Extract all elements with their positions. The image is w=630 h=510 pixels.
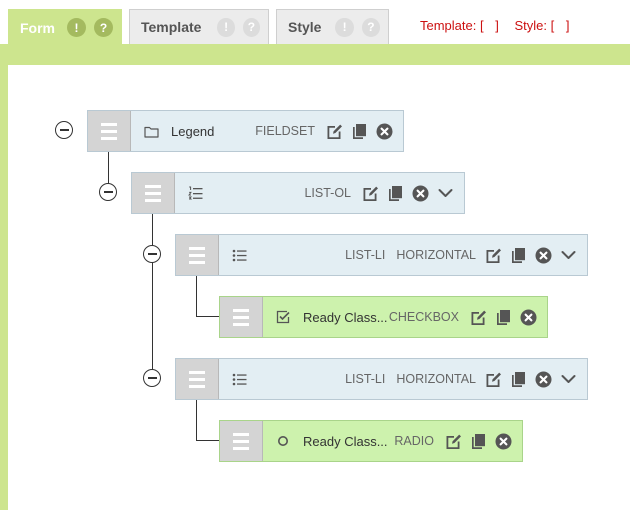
- node-type: LIST-LI: [345, 372, 386, 386]
- tab-form-help-badge[interactable]: ?: [94, 18, 113, 37]
- ordered-list-icon: [187, 185, 203, 201]
- drag-handle[interactable]: [220, 297, 263, 337]
- edit-icon[interactable]: [326, 123, 343, 140]
- form-header-bar: [0, 44, 630, 65]
- radio-icon: [275, 433, 291, 449]
- tree-connector: [152, 214, 153, 380]
- status-text: Template: [ ] Style: [ ]: [420, 18, 569, 33]
- form-left-border: [0, 44, 8, 510]
- tab-style-help-badge[interactable]: ?: [361, 17, 380, 37]
- tree-connector: [196, 400, 197, 441]
- copy-icon[interactable]: [510, 371, 527, 388]
- edit-icon[interactable]: [470, 309, 487, 326]
- node-type: RADIO: [394, 434, 434, 448]
- collapse-toggle-fieldset[interactable]: [55, 121, 73, 139]
- node-layout: HORIZONTAL: [396, 248, 476, 262]
- chevron-down-icon[interactable]: [437, 185, 454, 202]
- edit-icon[interactable]: [445, 433, 462, 450]
- node-label: Legend: [171, 123, 215, 139]
- collapse-toggle-list-ol[interactable]: [99, 183, 117, 201]
- node-type: FIELDSET: [255, 124, 315, 138]
- tab-style[interactable]: Style ! ?: [276, 9, 389, 44]
- tree-connector: [196, 440, 220, 441]
- delete-icon[interactable]: [520, 309, 537, 326]
- delete-icon[interactable]: [412, 185, 429, 202]
- node-label: Ready Class...: [303, 433, 388, 449]
- tab-form[interactable]: Form ! ?: [8, 9, 122, 45]
- node-type: LIST-OL: [304, 186, 351, 200]
- unordered-list-icon: [231, 247, 247, 263]
- delete-icon[interactable]: [535, 371, 552, 388]
- node-label: Ready Class...: [303, 309, 388, 325]
- tab-form-info-badge[interactable]: !: [67, 18, 86, 37]
- status-template-label: Template: [: [420, 18, 484, 33]
- drag-handle[interactable]: [220, 421, 263, 461]
- copy-icon[interactable]: [510, 247, 527, 264]
- tab-style-info-badge[interactable]: !: [335, 17, 354, 37]
- copy-icon[interactable]: [495, 309, 512, 326]
- tree-node-list-li[interactable]: LIST-LI HORIZONTAL: [175, 234, 588, 276]
- delete-icon[interactable]: [376, 123, 393, 140]
- status-style-label: Style: [: [514, 18, 555, 33]
- tree-node-radio[interactable]: Ready Class... RADIO: [219, 420, 523, 462]
- drag-handle[interactable]: [176, 235, 219, 275]
- unordered-list-icon: [231, 371, 247, 387]
- tree-node-checkbox[interactable]: Ready Class... CHECKBOX: [219, 296, 548, 338]
- chevron-down-icon[interactable]: [560, 247, 577, 264]
- drag-handle[interactable]: [132, 173, 175, 213]
- edit-icon[interactable]: [362, 185, 379, 202]
- copy-icon[interactable]: [470, 433, 487, 450]
- drag-handle[interactable]: [176, 359, 219, 399]
- folder-icon: [143, 123, 159, 139]
- tree-node-list-ol[interactable]: LIST-OL: [131, 172, 465, 214]
- chevron-down-icon[interactable]: [560, 371, 577, 388]
- tree-connector: [196, 316, 220, 317]
- delete-icon[interactable]: [535, 247, 552, 264]
- tree-node-list-li[interactable]: LIST-LI HORIZONTAL: [175, 358, 588, 400]
- status-style-close: ]: [565, 18, 570, 33]
- node-type: LIST-LI: [345, 248, 386, 262]
- edit-icon[interactable]: [485, 247, 502, 264]
- collapse-toggle-list-li-1[interactable]: [143, 245, 161, 263]
- delete-icon[interactable]: [495, 433, 512, 450]
- collapse-toggle-list-li-2[interactable]: [143, 369, 161, 387]
- tree-connector: [196, 276, 197, 317]
- tab-template-help-badge[interactable]: ?: [242, 17, 260, 37]
- tab-template-info-badge[interactable]: !: [217, 17, 235, 37]
- tab-style-label: Style: [288, 19, 322, 35]
- copy-icon[interactable]: [351, 123, 368, 140]
- drag-handle[interactable]: [88, 111, 131, 151]
- checkbox-icon: [275, 309, 291, 325]
- tab-form-label: Form: [20, 19, 55, 36]
- tree-connector: [108, 152, 109, 192]
- node-type: CHECKBOX: [388, 310, 459, 324]
- tree-node-fieldset[interactable]: Legend FIELDSET: [87, 110, 404, 152]
- status-template-close: ]: [495, 18, 499, 33]
- tab-template[interactable]: Template ! ?: [129, 9, 269, 44]
- copy-icon[interactable]: [387, 185, 404, 202]
- tab-template-label: Template: [141, 19, 202, 35]
- edit-icon[interactable]: [485, 371, 502, 388]
- node-layout: HORIZONTAL: [396, 372, 476, 386]
